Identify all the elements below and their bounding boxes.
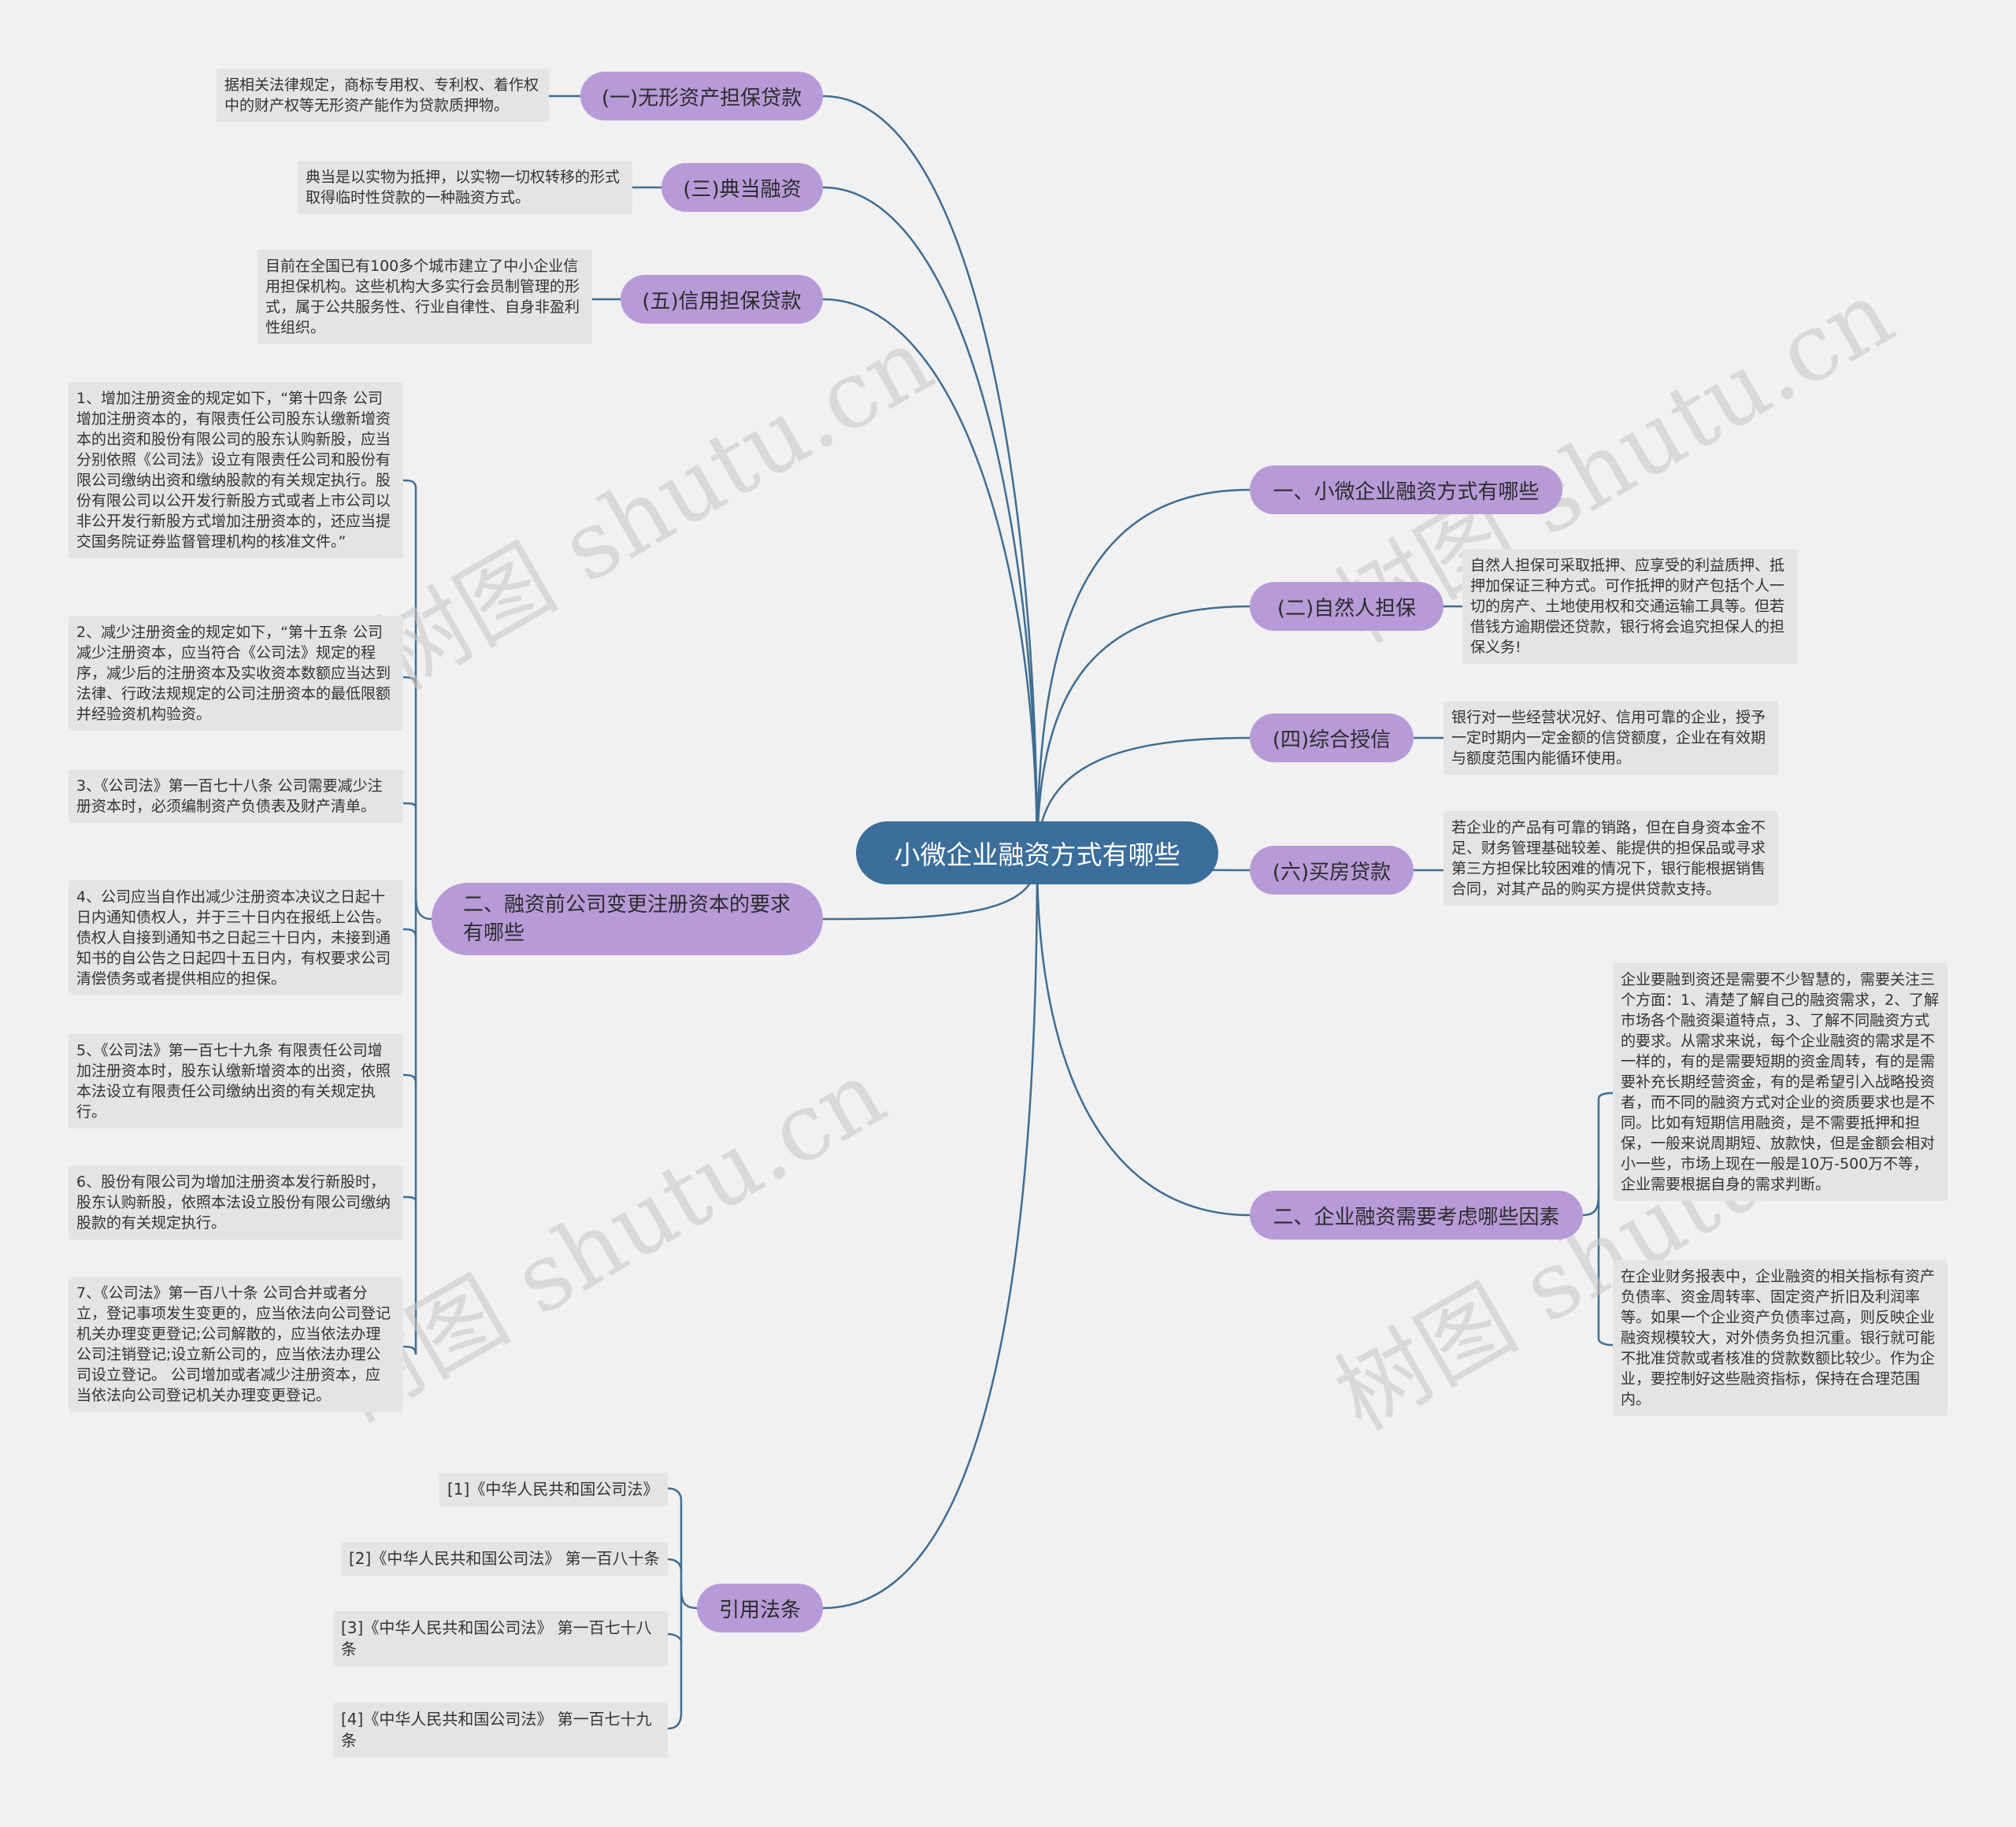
topic-change-registered-capital[interactable]: 二、融资前公司变更注册资本的要求有哪些 bbox=[432, 883, 823, 955]
reference-item: [2]《中华人民共和国公司法》 第一百八十条 bbox=[341, 1542, 668, 1576]
link-t3 bbox=[822, 186, 1039, 859]
note-credit-guarantee-loan: 目前在全国已有100多个城市建立了中小企业信用担保机构。这些机构大多实行会员制管… bbox=[258, 250, 592, 344]
central-topic[interactable]: 小微企业融资方式有哪些 bbox=[856, 821, 1218, 884]
link-factors bbox=[1036, 858, 1251, 1217]
link-t5 bbox=[822, 298, 1039, 859]
note-pawn-financing: 典当是以实物为抵押，以实物一切权转移的形式取得临时性贷款的一种融资方式。 bbox=[298, 161, 632, 214]
link-t0 bbox=[1036, 488, 1251, 859]
list-item: 7、《公司法》第一百八十条 公司合并或者分立，登记事项发生变更的，应当依法向公司… bbox=[69, 1277, 403, 1412]
note-intangible-asset-loan: 据相关法律规定，商标专用权、专利权、着作权中的财产权等无形资产能作为贷款质押物。 bbox=[217, 69, 549, 122]
topic-pawn-financing[interactable]: (三)典当融资 bbox=[662, 163, 823, 212]
topic-comprehensive-credit[interactable]: (四)综合授信 bbox=[1250, 713, 1414, 762]
topic-purchase-loan[interactable]: (六)买房贷款 bbox=[1250, 846, 1414, 895]
note-financing-factors-2: 在企业财务报表中，企业融资的相关指标有资产负债率、资金周转率、固定资产折旧及利润… bbox=[1613, 1260, 1947, 1416]
note-financing-factors-1: 企业要融到资还是需要不少智慧的，需要关注三个方面：1、清楚了解自己的融资需求，2… bbox=[1613, 963, 1947, 1201]
topic-credit-guarantee-loan[interactable]: (五)信用担保贷款 bbox=[621, 275, 823, 324]
reference-item: [1]《中华人民共和国公司法》 bbox=[439, 1473, 668, 1506]
topic-financing-factors[interactable]: 二、企业融资需要考虑哪些因素 bbox=[1250, 1191, 1583, 1240]
topic-cited-laws[interactable]: 引用法条 bbox=[697, 1584, 823, 1632]
topic-financing-methods[interactable]: 一、小微企业融资方式有哪些 bbox=[1250, 465, 1562, 514]
link-t1 bbox=[822, 94, 1039, 859]
reference-item: [3]《中华人民共和国公司法》 第一百七十八条 bbox=[333, 1611, 668, 1666]
list-item: 3、《公司法》第一百七十八条 公司需要减少注册资本时，必须编制资产负债表及财产清… bbox=[69, 769, 403, 823]
topic-natural-person-guarantee[interactable]: (二)自然人担保 bbox=[1250, 582, 1443, 631]
link-t2 bbox=[1036, 605, 1251, 859]
topic-intangible-asset-loan[interactable]: (一)无形资产担保贷款 bbox=[580, 72, 823, 120]
list-item: 5、《公司法》第一百七十九条 有限责任公司增加注册资本时，股东认缴新增资本的出资… bbox=[69, 1034, 403, 1128]
note-comprehensive-credit: 银行对一些经营状况好、信用可靠的企业，授予一定时期内一定金额的信贷额度，企业在有… bbox=[1443, 701, 1778, 775]
list-item: 4、公司应当自作出减少注册资本决议之日起十日内通知债权人，并于三十日内在报纸上公… bbox=[69, 880, 403, 995]
list-item: 6、股份有限公司为增加注册资本发行新股时，股东认购新股，依照本法设立股份有限公司… bbox=[69, 1166, 403, 1240]
list-item: 1、增加注册资金的规定如下，“第十四条 公司增加注册资本的，有限责任公司股东认缴… bbox=[69, 382, 403, 558]
note-natural-person-guarantee: 自然人担保可采取抵押、应享受的利益质押、抵押加保证三种方式。可作抵押的财产包括个… bbox=[1462, 549, 1797, 664]
reference-item: [4]《中华人民共和国公司法》 第一百七十九条 bbox=[333, 1703, 668, 1758]
note-purchase-loan: 若企业的产品有可靠的销路，但在自身资本金不足、财务管理基础较差、能提供的担保品或… bbox=[1443, 811, 1778, 906]
link-refs bbox=[822, 858, 1039, 1610]
list-item: 2、减少注册资金的规定如下，“第十五条 公司减少注册资本，应当符合《公司法》规定… bbox=[69, 616, 403, 731]
